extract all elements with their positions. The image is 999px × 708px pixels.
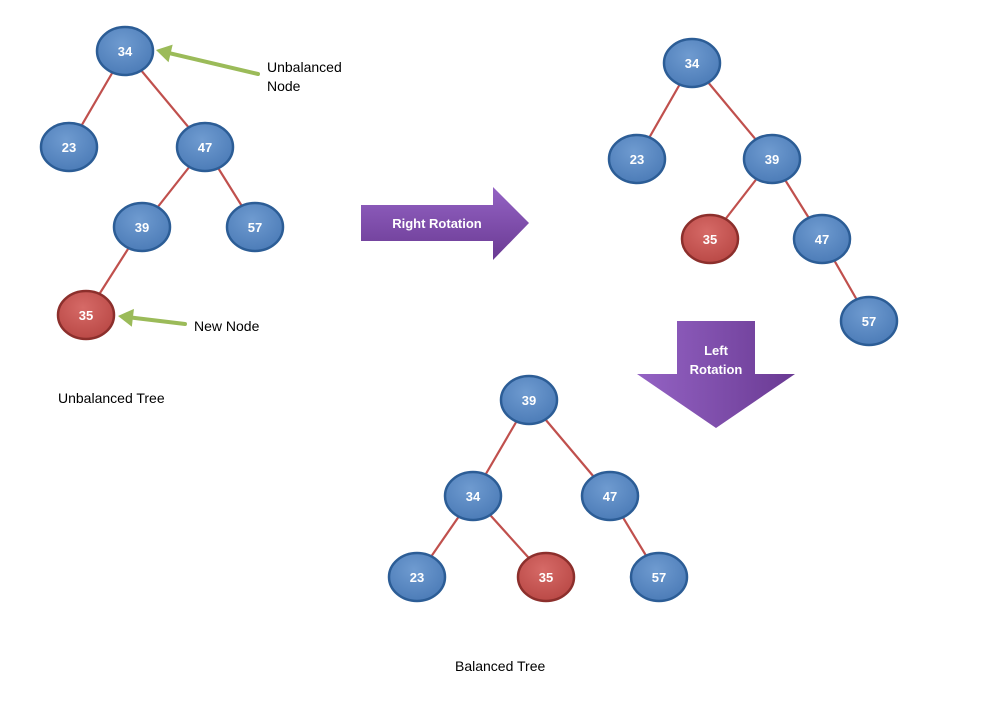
annotation-label: New Node (194, 318, 260, 334)
annotation-label: Node (267, 78, 301, 94)
tree-node-35: 35 (56, 289, 116, 341)
tree-node-39: 39 (499, 374, 559, 426)
node-value: 34 (466, 489, 481, 504)
node-circle (56, 289, 116, 341)
pointer-arrow-head (118, 308, 134, 327)
node-circle (95, 25, 155, 77)
node-circle (742, 133, 802, 185)
rotation-arrow-shape (637, 321, 795, 428)
right-rotation-arrow: Right Rotation (361, 187, 529, 260)
node-circle (629, 551, 689, 603)
tree-node-35: 35 (516, 551, 576, 603)
rotation-label: Left (704, 343, 729, 358)
pointer-arrow-head (156, 44, 173, 63)
node-circle (580, 470, 640, 522)
rotation-arrow-shape (361, 187, 529, 260)
tree-node-57: 57 (629, 551, 689, 603)
node-circle (175, 121, 235, 173)
node-value: 47 (603, 489, 617, 504)
node-value: 39 (765, 152, 779, 167)
tree-node-34: 34 (443, 470, 503, 522)
tree-node-23: 23 (39, 121, 99, 173)
pointer-arrow-shaft (168, 51, 260, 76)
tree-node-23: 23 (387, 551, 447, 603)
tree-node-39: 39 (742, 133, 802, 185)
tree-node-47: 47 (580, 470, 640, 522)
node-circle (662, 37, 722, 89)
node-value: 57 (862, 314, 876, 329)
node-circle (387, 551, 447, 603)
node-circle (39, 121, 99, 173)
pointer-arrow-shaft (130, 315, 187, 326)
node-value: 23 (62, 140, 76, 155)
node-circle (516, 551, 576, 603)
node-value: 47 (815, 232, 829, 247)
node-layer: 34 23 47 39 57 35 34 23 39 35 47 57 39 34 47 23 35 57 (39, 25, 899, 603)
node-circle (680, 213, 740, 265)
tree-node-35: 35 (680, 213, 740, 265)
node-value: 47 (198, 140, 212, 155)
node-value: 57 (652, 570, 666, 585)
node-circle (499, 374, 559, 426)
node-value: 34 (685, 56, 700, 71)
node-value: 35 (79, 308, 93, 323)
node-circle (839, 295, 899, 347)
node-value: 35 (539, 570, 553, 585)
rotation-label: Right Rotation (392, 216, 482, 231)
annotation-label: Unbalanced (267, 59, 342, 75)
tree-node-47: 47 (175, 121, 235, 173)
node-value: 39 (135, 220, 149, 235)
node-circle (443, 470, 503, 522)
tree-node-57: 57 (225, 201, 285, 253)
tree-node-34: 34 (95, 25, 155, 77)
node-circle (225, 201, 285, 253)
node-circle (792, 213, 852, 265)
node-value: 35 (703, 232, 717, 247)
tree-node-47: 47 (792, 213, 852, 265)
pointer-layer (118, 44, 260, 327)
tree-node-34: 34 (662, 37, 722, 89)
node-value: 34 (118, 44, 133, 59)
tree-caption: Unbalanced Tree (58, 390, 165, 406)
tree-caption: Balanced Tree (455, 658, 545, 674)
tree-node-57: 57 (839, 295, 899, 347)
node-value: 39 (522, 393, 536, 408)
tree-node-39: 39 (112, 201, 172, 253)
node-value: 23 (410, 570, 424, 585)
rotation-label: Rotation (690, 362, 743, 377)
node-circle (607, 133, 667, 185)
tree-node-23: 23 (607, 133, 667, 185)
node-value: 57 (248, 220, 262, 235)
node-value: 23 (630, 152, 644, 167)
node-circle (112, 201, 172, 253)
